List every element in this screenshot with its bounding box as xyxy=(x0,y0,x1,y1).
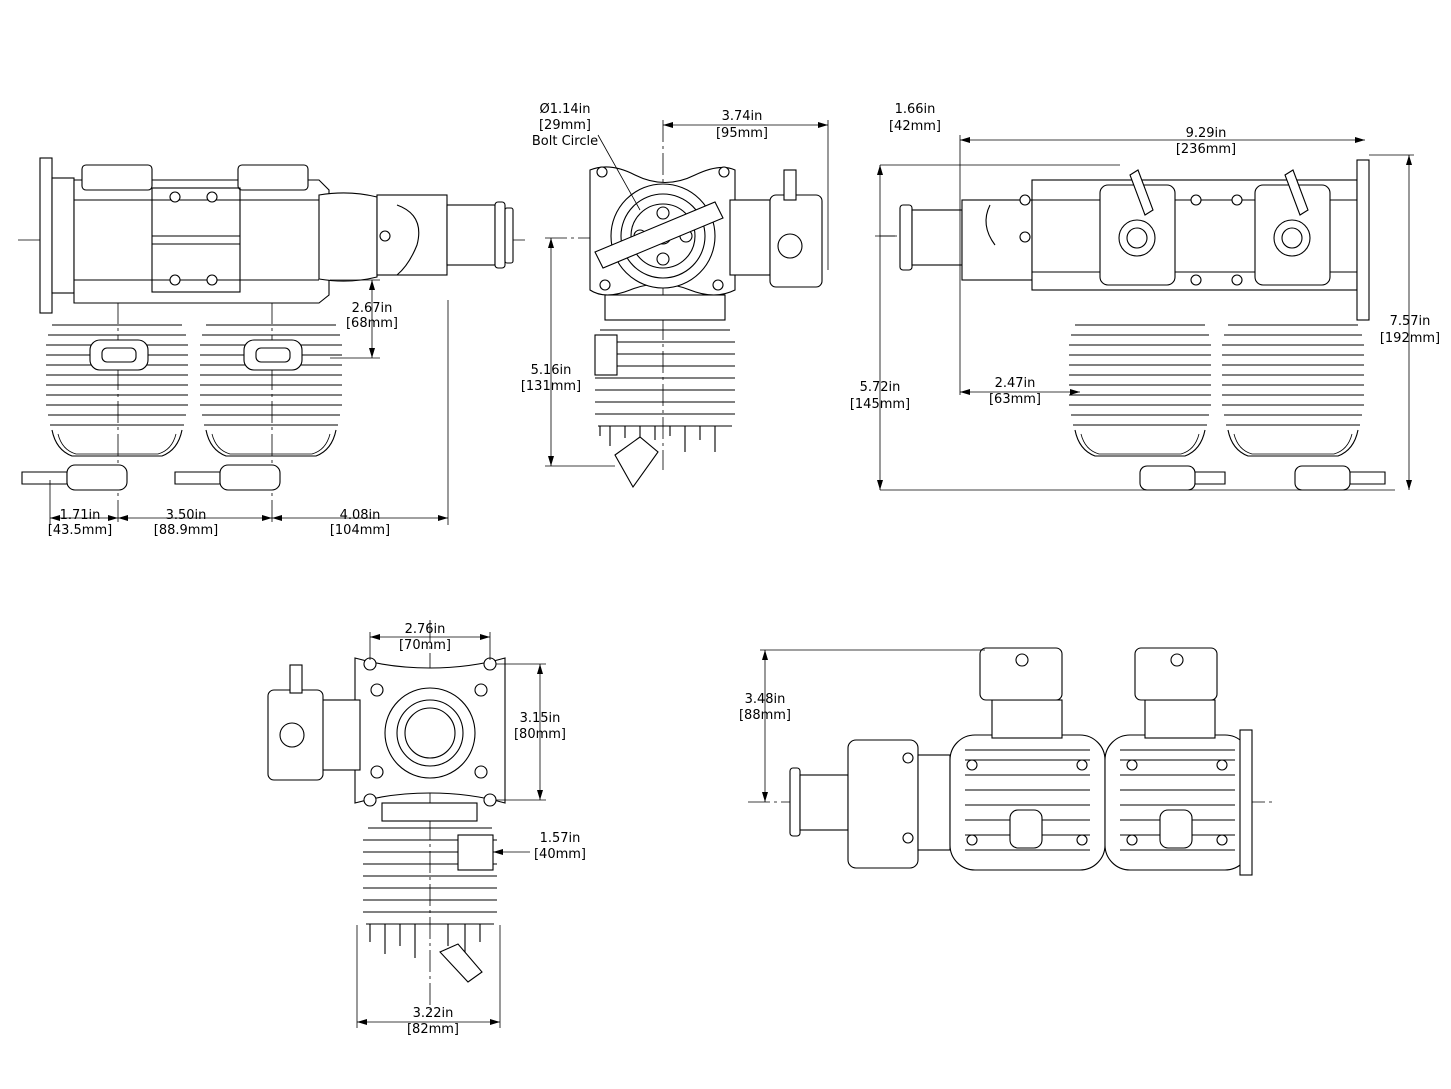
dim-9-29-value: 9.29in xyxy=(1186,126,1227,141)
dim-2-47-value: 2.47in xyxy=(995,376,1036,391)
dim-3-50-metric: [88.9mm] xyxy=(154,523,218,538)
dim-3-22-value: 3.22in xyxy=(413,1006,454,1021)
dim-3-74-metric: [95mm] xyxy=(716,126,768,141)
top-view: 3.48in [88mm] xyxy=(739,647,1276,876)
dim-1-66-metric: [42mm] xyxy=(889,119,941,134)
rear-view: 2.76in [70mm] 3.15in [80mm] 1.57in [40mm… xyxy=(267,620,586,1037)
dim-bolt-metric: [29mm] xyxy=(539,118,591,133)
dim-3-48-value: 3.48in xyxy=(745,692,786,707)
dim-3-50-value: 3.50in xyxy=(166,508,207,523)
dim-3-15-metric: [80mm] xyxy=(514,727,566,742)
dim-2-76-metric: [70mm] xyxy=(399,638,451,653)
dim-2-76-value: 2.76in xyxy=(405,622,446,637)
dim-4-08-metric: [104mm] xyxy=(330,523,390,538)
dim-9-29-metric: [236mm] xyxy=(1176,142,1236,157)
dim-3-74-value: 3.74in xyxy=(722,109,763,124)
dim-2-67-value: 2.67in xyxy=(352,301,393,316)
dim-5-72-value: 5.72in xyxy=(860,380,901,395)
dim-bolt-value: Ø1.14in xyxy=(539,102,590,117)
side-view-right: 1.66in [42mm] 9.29in [236mm] 7.57in [192… xyxy=(850,102,1440,491)
dim-1-71-metric: [43.5mm] xyxy=(48,523,112,538)
dim-1-57-metric: [40mm] xyxy=(534,847,586,862)
dim-7-57-metric: [192mm] xyxy=(1380,331,1440,346)
dim-4-08-value: 4.08in xyxy=(340,508,381,523)
dim-3-15-value: 3.15in xyxy=(520,711,561,726)
dim-5-16-value: 5.16in xyxy=(531,363,572,378)
dim-2-47-metric: [63mm] xyxy=(989,392,1041,407)
dim-5-16-metric: [131mm] xyxy=(521,379,581,394)
dim-5-72-metric: [145mm] xyxy=(850,397,910,412)
dim-3-48-metric: [88mm] xyxy=(739,708,791,723)
dim-1-71-value: 1.71in xyxy=(60,508,101,523)
front-view: Ø1.14in [29mm] Bolt Circle 3.74in [95mm]… xyxy=(521,102,829,489)
dim-1-66-value: 1.66in xyxy=(895,102,936,117)
dim-3-22-metric: [82mm] xyxy=(407,1022,459,1037)
dim-bolt-note: Bolt Circle xyxy=(532,134,598,149)
side-view-left: 1.71in [43.5mm] 3.50in [88.9mm] 4.08in [… xyxy=(18,157,525,538)
dim-7-57-value: 7.57in xyxy=(1390,314,1431,329)
dim-1-57-value: 1.57in xyxy=(540,831,581,846)
dim-2-67-metric: [68mm] xyxy=(346,316,398,331)
